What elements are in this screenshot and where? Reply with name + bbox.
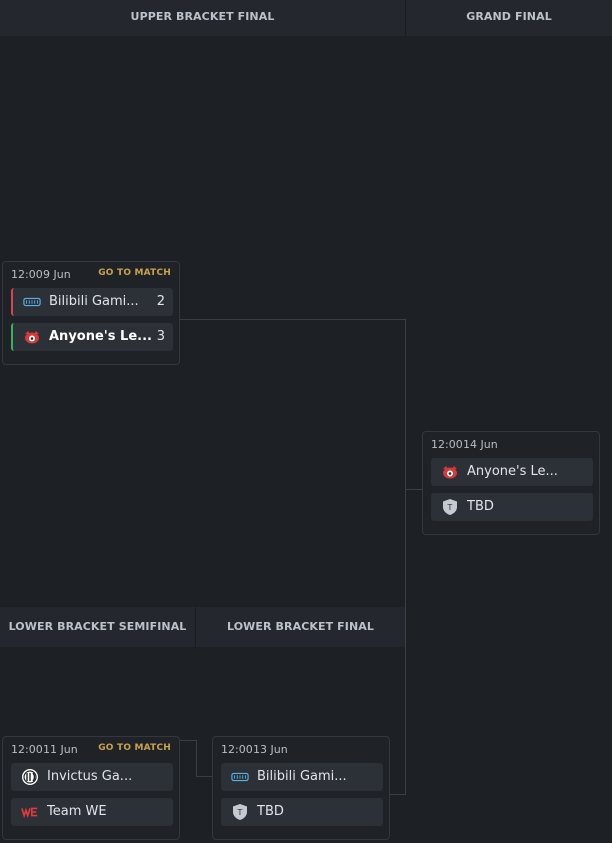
team-name: Bilibili Gami... <box>49 294 139 309</box>
header-divider <box>405 0 406 36</box>
header-upper-bracket-final: UPPER BRACKET FINAL <box>0 0 405 36</box>
team-we-logo <box>21 803 39 821</box>
match-card-lower-bracket-final[interactable]: 12:00 13 Jun Bilibili Gami... T TBD <box>212 736 390 840</box>
anyones-legend-logo <box>441 463 459 481</box>
header-divider <box>195 607 196 647</box>
team-name: Team WE <box>47 804 107 819</box>
team-score: 2 <box>156 294 165 309</box>
match-date: 11 Jun <box>43 743 78 756</box>
header-grand-final: GRAND FINAL <box>406 0 612 36</box>
match-date: 9 Jun <box>43 268 71 281</box>
match-card-grand-final[interactable]: 12:00 14 Jun Anyone's Le... T TBD <box>422 431 600 535</box>
connector-lower-final-out <box>390 794 406 795</box>
team-name: Bilibili Gami... <box>257 769 347 784</box>
tbd-shield-icon: T <box>441 498 459 516</box>
team-name: Anyone's Le... <box>49 329 152 344</box>
svg-text:T: T <box>237 808 243 817</box>
go-to-match-link[interactable]: GO TO MATCH <box>98 743 171 753</box>
team-row-tbd[interactable]: T TBD <box>431 493 593 521</box>
team-name: Anyone's Le... <box>467 464 558 479</box>
tbd-shield-icon: T <box>231 803 249 821</box>
invictus-gaming-logo <box>21 768 39 786</box>
header-lower-bracket-semifinal: LOWER BRACKET SEMIFINAL <box>0 607 195 647</box>
match-time: 12:00 <box>431 438 463 451</box>
team-score: 3 <box>156 329 165 344</box>
bilibili-gaming-logo <box>23 293 41 311</box>
team-row-bilibili[interactable]: Bilibili Gami... <box>221 763 383 791</box>
match-card-upper-bracket-final[interactable]: 12:00 9 Jun GO TO MATCH Bilibili Gami...… <box>2 261 180 365</box>
connector-lower-semi-a <box>180 740 196 741</box>
team-name: Invictus Ga... <box>47 769 133 784</box>
match-time: 12:00 <box>221 743 253 756</box>
svg-text:T: T <box>447 503 453 512</box>
match-time: 12:00 <box>11 268 43 281</box>
match-date: 13 Jun <box>253 743 288 756</box>
anyones-legend-logo <box>23 328 41 346</box>
match-date: 14 Jun <box>463 438 498 451</box>
connector-upper-horizontal <box>180 319 406 320</box>
team-row-tbd[interactable]: T TBD <box>221 798 383 826</box>
match-time: 12:00 <box>11 743 43 756</box>
header-lower-bracket-final: LOWER BRACKET FINAL <box>196 607 405 647</box>
team-row-anyones-legend[interactable]: Anyone's Le... 3 <box>11 323 173 351</box>
team-row-invictus-gaming[interactable]: Invictus Ga... <box>11 763 173 791</box>
go-to-match-link[interactable]: GO TO MATCH <box>98 268 171 278</box>
match-card-lower-bracket-semifinal[interactable]: 12:00 11 Jun GO TO MATCH Invictus Ga... … <box>2 736 180 840</box>
team-row-bilibili[interactable]: Bilibili Gami... 2 <box>11 288 173 316</box>
team-name: TBD <box>467 499 494 514</box>
connector-vertical <box>405 319 406 794</box>
connector-lower-semi-vertical <box>196 740 197 776</box>
team-row-anyones-legend[interactable]: Anyone's Le... <box>431 458 593 486</box>
team-row-team-we[interactable]: Team WE <box>11 798 173 826</box>
connector-lower-semi-b <box>196 776 212 777</box>
bilibili-gaming-logo <box>231 768 249 786</box>
connector-to-grand-final <box>405 489 422 490</box>
team-name: TBD <box>257 804 284 819</box>
